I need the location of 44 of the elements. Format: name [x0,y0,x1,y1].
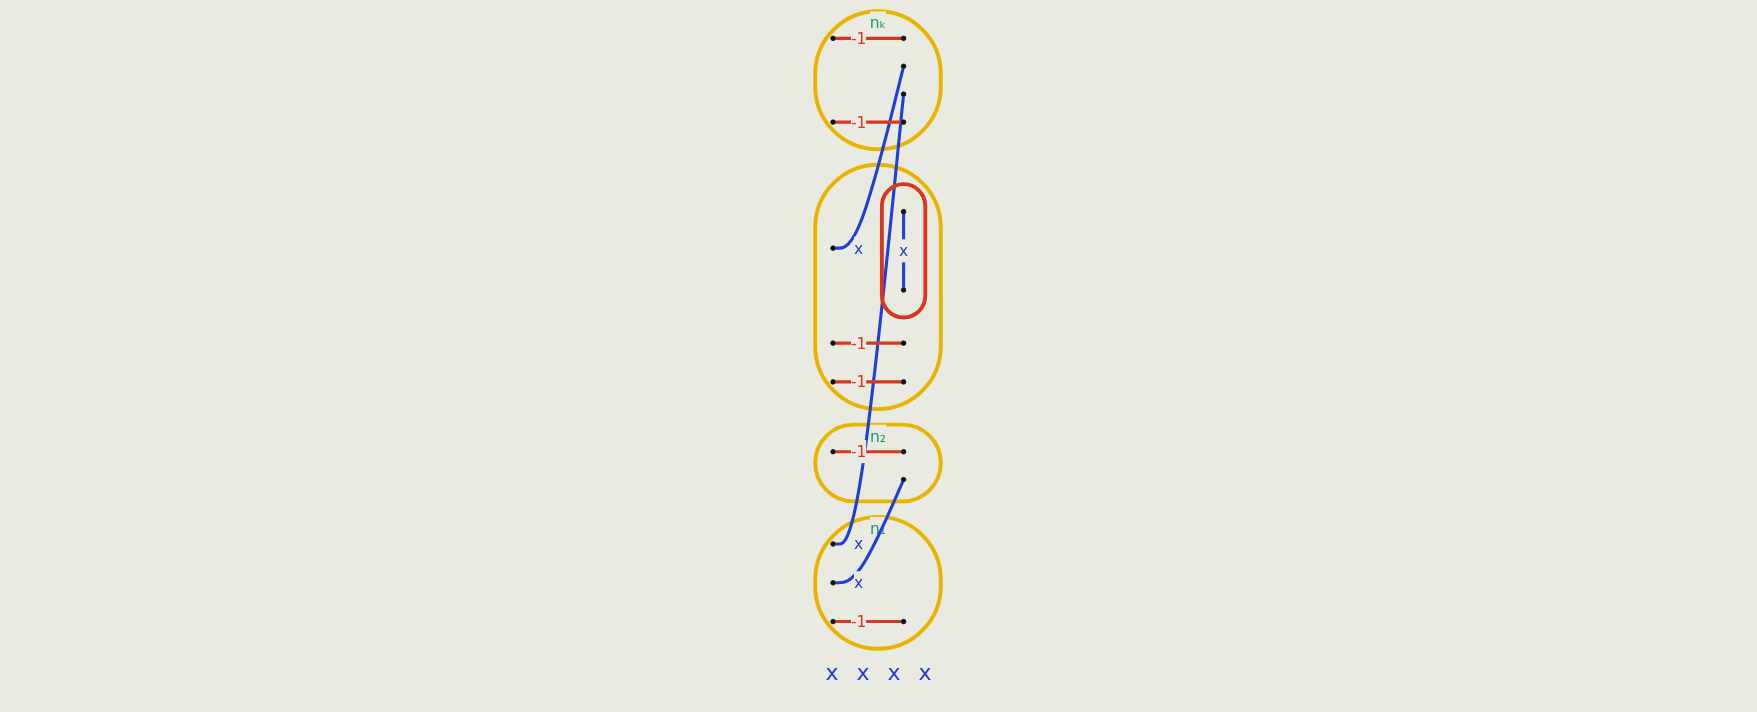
node-circle [901,209,907,215]
node-circle [830,449,837,455]
edge-label: -1 [851,112,867,132]
connector [835,620,902,624]
node-circle [901,618,907,625]
node-circle [830,541,837,547]
node-circle [901,91,907,97]
node-circle [901,449,907,455]
edge-label: -1 [851,333,867,353]
node-circle [901,287,907,293]
edge-end-label: x [856,660,870,685]
edge-label: -1 [851,442,867,462]
cluster [813,162,944,412]
edge-end-label: x [918,660,932,685]
node-circle [901,476,907,483]
node-circle [830,245,837,251]
node-circle [830,618,837,625]
edge-end-label: x [887,660,901,685]
node-circle [830,35,837,42]
connector [835,120,902,124]
node-circle [830,580,837,586]
edge-label: -1 [851,612,867,631]
cluster [880,182,928,320]
edge-label: x [854,573,864,593]
connector [835,68,905,250]
connector [902,214,906,288]
node-circle [901,340,907,346]
edge-label: x [854,534,864,554]
connector [835,96,906,546]
edge-label: -1 [851,372,867,392]
connector [835,380,902,384]
node-circle [830,379,837,385]
node-circle [901,119,907,125]
node-circle [901,35,907,42]
edge-label: x [854,238,864,258]
node-circle [901,379,907,385]
node-circle [830,119,837,125]
connector [835,36,902,40]
edge-label: -1 [851,29,867,48]
node-circle [901,63,907,69]
node-circle [830,340,837,346]
edge-end-label: x [825,660,839,685]
connector [835,450,902,454]
edge-label: x [899,241,909,261]
